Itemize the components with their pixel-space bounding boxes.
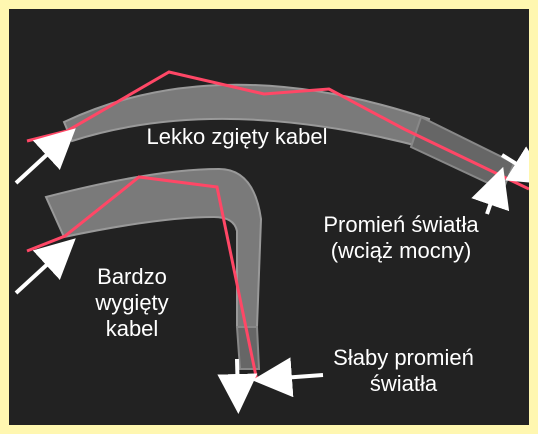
strong-light-ray-label: Promień światła (wciąż mocny) [301, 212, 501, 264]
input-arrow-bottom [16, 249, 64, 293]
weak-ray-pointer-arrow [268, 375, 323, 379]
strongly-bent-cable-label: Bardzo wygięty kabel [72, 264, 192, 342]
gently-bent-cable-label: Lekko zgięty kabel [127, 124, 347, 150]
weak-light-ray-label: Słaby promień światła [316, 345, 491, 397]
strong-ray-pointer-arrow [487, 182, 498, 214]
input-arrow-top [16, 139, 64, 183]
diagram-panel: Lekko zgięty kabel Bardzo wygięty kabel … [9, 9, 529, 425]
exit-arrow-bottom [237, 359, 238, 398]
